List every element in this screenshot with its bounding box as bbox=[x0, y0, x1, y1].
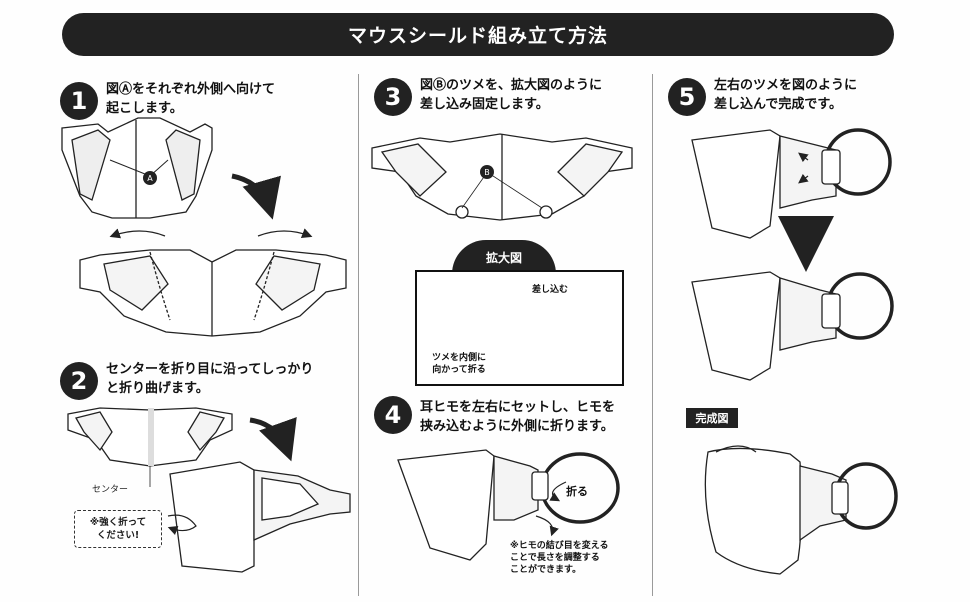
string-note: ※ヒモの結び目を変える ことで長さを調整する ことができます。 bbox=[510, 541, 609, 575]
step3-b-leader-left bbox=[461, 173, 487, 209]
step-4-number: 4 bbox=[374, 396, 412, 434]
step4-adjust-arrow bbox=[535, 515, 559, 537]
step-5-text: 左右のツメを図のように 差し込んで完成です。 bbox=[714, 78, 858, 112]
step2-shield-flat bbox=[67, 407, 233, 467]
page-title: マウスシールド組み立て方法 bbox=[347, 25, 608, 47]
step2-arrow bbox=[249, 417, 297, 462]
step2-shield-folded bbox=[169, 461, 351, 573]
column-divider-right bbox=[652, 74, 653, 596]
step4-fold-arrow bbox=[549, 481, 567, 502]
step1-arrow-down bbox=[231, 173, 281, 220]
zoom-detail-box bbox=[415, 270, 624, 386]
step5-upper-arrow-2 bbox=[798, 173, 809, 184]
step1-left-curve-arrow bbox=[109, 228, 166, 239]
step-2-number: 2 bbox=[60, 362, 98, 400]
insert-label: 差し込む bbox=[532, 285, 569, 295]
step-4-text: 耳ヒモを左右にセットし、ヒモを 挟み込むように外側に折ります。 bbox=[420, 400, 616, 434]
step3-shield bbox=[371, 133, 633, 221]
zoom-title-tab: 拡大図 bbox=[452, 240, 556, 274]
column-divider-left bbox=[358, 74, 359, 596]
fold-note: ※強く折って ください! bbox=[74, 510, 162, 548]
step2-fold-arrow bbox=[167, 514, 197, 536]
step-1-number: 1 bbox=[60, 82, 98, 120]
step-2-text: センターを折り目に沿ってしっかり と折り曲げます。 bbox=[106, 362, 314, 396]
marker-a: A bbox=[143, 171, 157, 185]
step5-mask-lower bbox=[691, 271, 894, 381]
step3-b-leader-right bbox=[489, 173, 543, 209]
step5-upper-arrow-1 bbox=[798, 152, 809, 163]
complete-mask bbox=[704, 445, 898, 575]
step1-right-curve-arrow bbox=[257, 228, 313, 239]
tab-in-label: ツメを内側に 向かって折る bbox=[432, 353, 487, 375]
step1-shield-flat bbox=[61, 117, 213, 219]
center-label: センター bbox=[92, 485, 129, 495]
fold-label: 折る bbox=[566, 485, 588, 498]
marker-b: B bbox=[480, 165, 494, 179]
step1-shield-open bbox=[79, 249, 347, 337]
title-bar: マウスシールド組み立て方法 bbox=[62, 13, 894, 56]
step5-mask-upper bbox=[691, 128, 892, 239]
complete-label: 完成図 bbox=[686, 408, 738, 428]
step-5-number: 5 bbox=[668, 78, 706, 116]
step-1-text: 図Ⓐをそれぞれ外側へ向けて 起こします。 bbox=[106, 82, 276, 116]
step4-mask bbox=[397, 449, 620, 561]
step-3-text: 図Ⓑのツメを、拡大図のように 差し込み固定します。 bbox=[420, 78, 603, 112]
step-3-number: 3 bbox=[374, 78, 412, 116]
